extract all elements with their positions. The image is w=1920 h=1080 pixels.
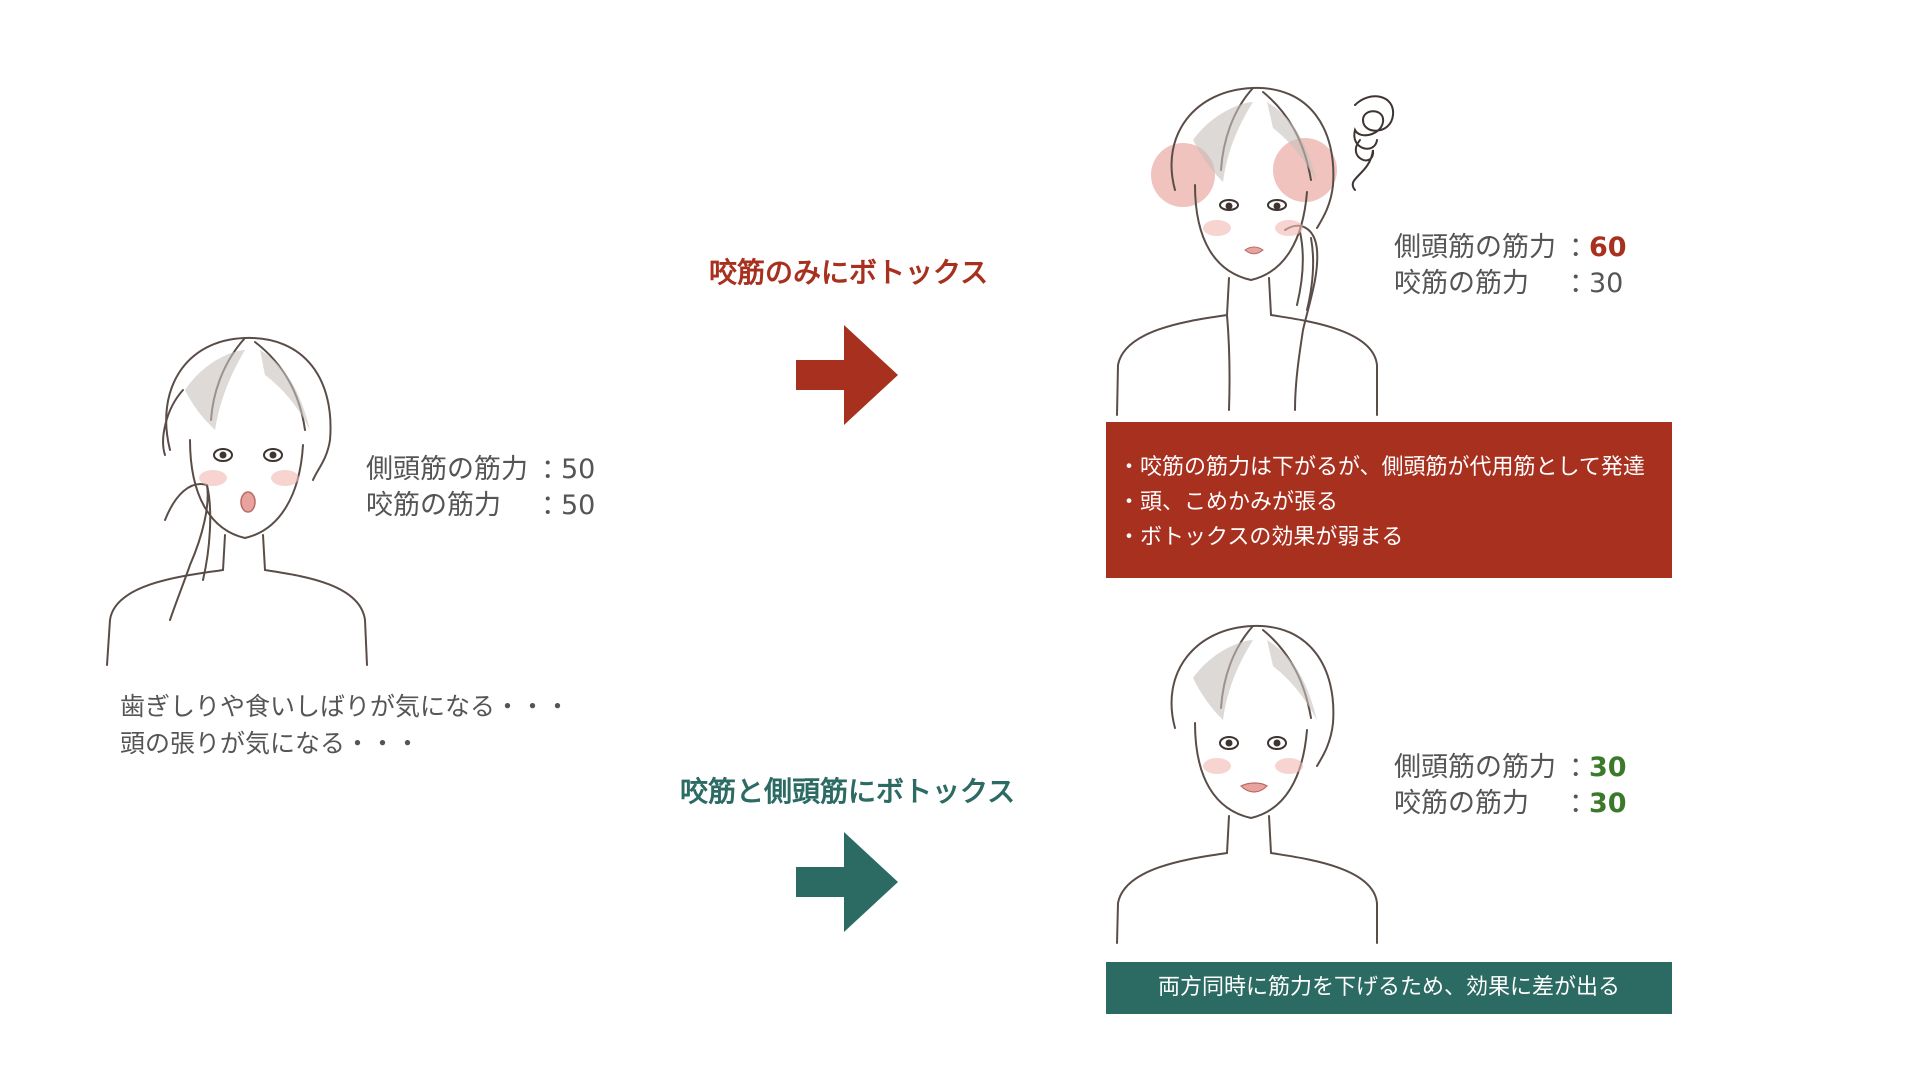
both-muscles-stats: 側頭筋の筋力：30 咬筋の筋力：30: [1394, 750, 1627, 822]
result-line: ・頭、こめかみが張る: [1118, 490, 1339, 515]
woman-masseter-only-illustration: [1105, 80, 1405, 420]
temporalis-strength-row: 側頭筋の筋力：60: [1394, 230, 1627, 266]
stat-value-decreased: 30: [1589, 752, 1627, 783]
result-line: 両方同時に筋力を下げるため、効果に差が出る: [1157, 975, 1620, 1000]
stat-value: 30: [1589, 268, 1624, 299]
result-line: ・咬筋の筋力は下がるが、側頭筋が代用筋として発達: [1118, 455, 1645, 480]
woman-both-illustration: [1105, 618, 1405, 948]
masseter-strength-row: 咬筋の筋力：50: [366, 488, 595, 524]
stat-value: 50: [561, 454, 596, 485]
both-muscles-label: 咬筋と側頭筋にボトックス: [680, 775, 1016, 808]
stat-value-decreased: 30: [1589, 788, 1627, 819]
stat-label: 側頭筋の筋力: [1394, 752, 1556, 783]
masseter-only-result-box: ・咬筋の筋力は下がるが、側頭筋が代用筋として発達 ・頭、こめかみが張る ・ボトッ…: [1106, 422, 1672, 578]
stat-label: 咬筋の筋力: [1394, 788, 1529, 819]
stat-label: 側頭筋の筋力: [366, 454, 528, 485]
masseter-strength-row: 咬筋の筋力：30: [1394, 786, 1627, 822]
stat-value-increased: 60: [1589, 232, 1627, 263]
stat-label: 咬筋の筋力: [1394, 268, 1529, 299]
stat-label: 咬筋の筋力: [366, 490, 501, 521]
masseter-only-stats: 側頭筋の筋力：60 咬筋の筋力：30: [1394, 230, 1627, 302]
concern-text: 歯ぎしりや食いしばりが気になる・・・ 頭の張りが気になる・・・: [120, 688, 570, 762]
stat-label: 側頭筋の筋力: [1394, 232, 1556, 263]
temporalis-strength-row: 側頭筋の筋力：50: [366, 452, 595, 488]
concern-line: 歯ぎしりや食いしばりが気になる・・・: [120, 692, 571, 721]
temporalis-strength-row: 側頭筋の筋力：30: [1394, 750, 1627, 786]
before-stats: 側頭筋の筋力：50 咬筋の筋力：50: [366, 452, 595, 524]
masseter-only-label: 咬筋のみにボトックス: [709, 256, 989, 289]
masseter-strength-row: 咬筋の筋力：30: [1394, 266, 1627, 302]
arrow-right-icon: [796, 832, 900, 936]
concern-line: 頭の張りが気になる・・・: [120, 729, 421, 758]
both-muscles-result-box: 両方同時に筋力を下げるため、効果に差が出る: [1106, 962, 1672, 1014]
woman-before-illustration: [95, 320, 385, 670]
arrow-right-icon: [796, 325, 900, 429]
result-line: ・ボトックスの効果が弱まる: [1118, 525, 1404, 550]
stat-value: 50: [561, 490, 596, 521]
